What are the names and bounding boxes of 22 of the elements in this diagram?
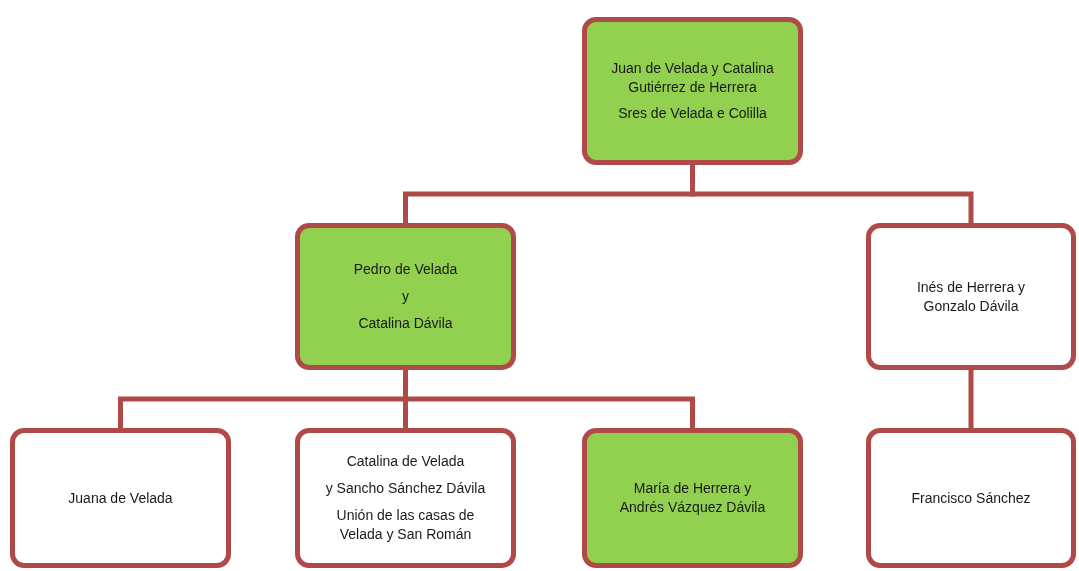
person-name-text: y — [402, 287, 409, 306]
connector-line — [690, 165, 974, 223]
person-name-text: María de Herrera y Andrés Vázquez Dávila — [618, 479, 767, 517]
person-name-text: Juana de Velada — [68, 488, 173, 508]
person-box — [866, 223, 1076, 370]
person-box — [866, 428, 1076, 568]
person-name-text: Catalina de Velada — [346, 452, 465, 472]
person-name-text: Catalina Dávila — [358, 313, 453, 333]
person-box — [582, 17, 803, 165]
connector-line — [968, 370, 974, 428]
person-name-text: Pedro de Velada — [353, 260, 458, 280]
person-box — [10, 428, 231, 568]
person-name-text: Unión de las casas de Velada y San Román — [335, 506, 476, 544]
person-box — [295, 223, 516, 370]
person-name-text: Inés de Herrera y Gonzalo Dávila — [915, 277, 1027, 316]
person-box — [582, 428, 803, 568]
connector-line — [403, 370, 695, 428]
person-box — [295, 428, 516, 568]
person-name-text: y Sancho Sánchez Dávila — [325, 479, 486, 498]
person-name-text: Juan de Velada y Catalina Gutiérrez de Herrera — [610, 58, 775, 97]
person-name-text: Sres de Velada e Colilla — [618, 104, 767, 124]
person-name-text: Francisco Sánchez — [911, 488, 1031, 508]
